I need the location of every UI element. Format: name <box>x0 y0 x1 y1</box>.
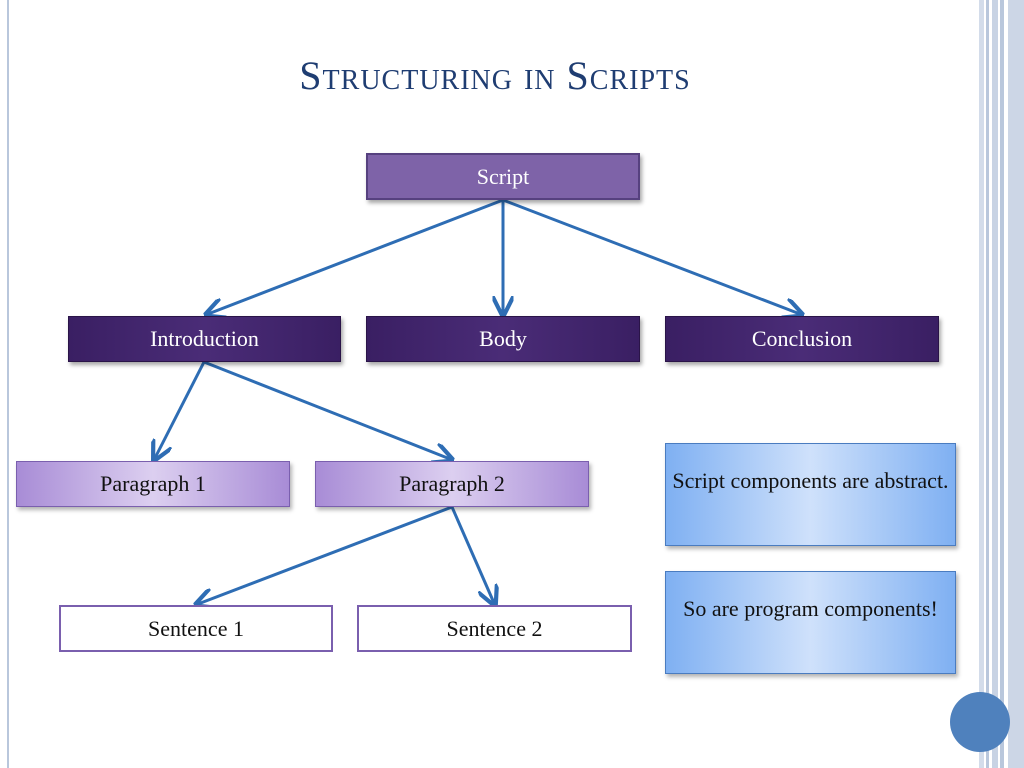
slide-title: Structuring in Scripts <box>299 53 691 98</box>
node-introduction: Introduction <box>68 316 341 362</box>
arrow-paragraph-2-to-sentence-1 <box>198 505 453 604</box>
right-border-band <box>979 0 984 768</box>
note-script-components: Script components are abstract. <box>665 443 956 546</box>
node-sentence-2: Sentence 2 <box>357 605 632 652</box>
right-border-band <box>1000 0 1004 768</box>
left-border-rule <box>7 0 9 768</box>
node-paragraph-1: Paragraph 1 <box>16 461 290 507</box>
node-sentence-1: Sentence 1 <box>59 605 333 652</box>
arrow-paragraph-2-to-sentence-2 <box>450 506 494 603</box>
right-border-band <box>992 0 998 768</box>
node-script: Script <box>366 153 640 200</box>
node-body: Body <box>366 316 640 362</box>
node-paragraph-2: Paragraph 2 <box>315 461 589 507</box>
note-program-components: So are program components! <box>665 571 956 674</box>
arrow-introduction-to-paragraph-1 <box>155 361 206 458</box>
slide-accent-dot <box>950 692 1010 752</box>
arrow-script-to-introduction <box>208 198 504 314</box>
node-conclusion: Conclusion <box>665 316 939 362</box>
arrow-introduction-to-paragraph-2 <box>203 360 450 459</box>
arrow-script-to-conclusion <box>502 198 800 314</box>
right-border-band <box>1008 0 1024 768</box>
right-border-band <box>986 0 989 768</box>
